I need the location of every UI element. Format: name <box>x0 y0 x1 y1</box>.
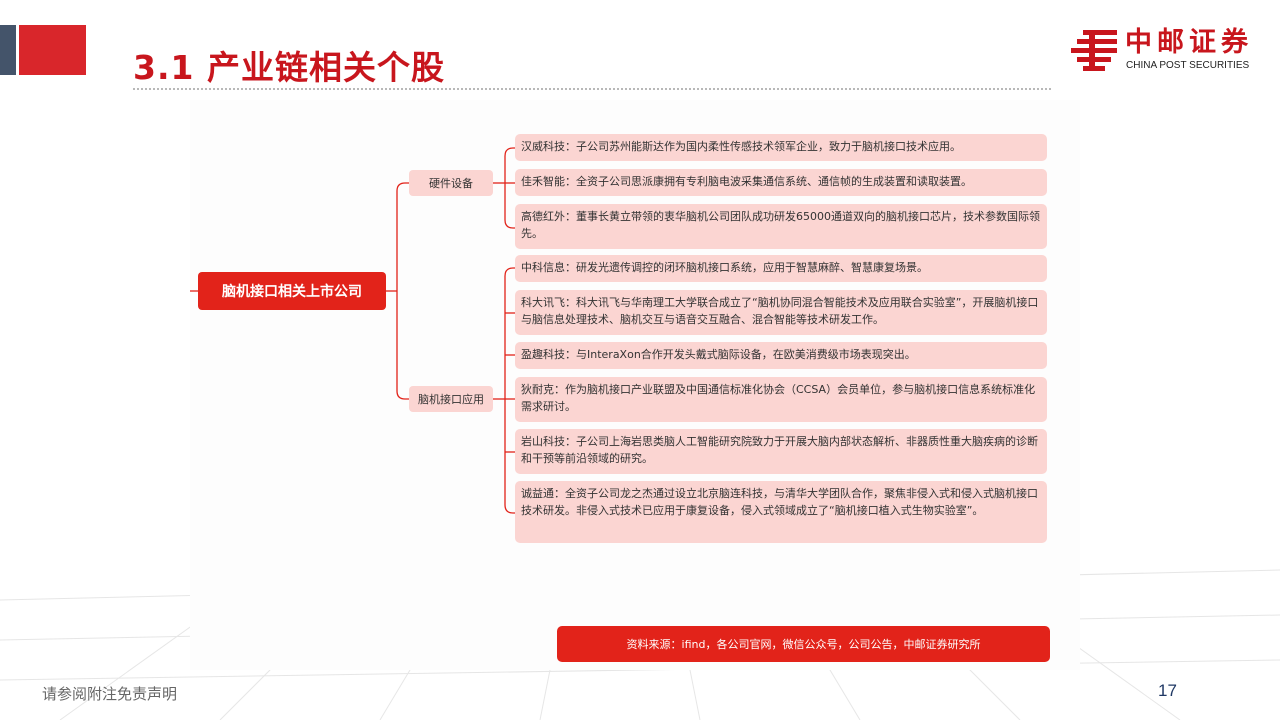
leaf-node-iflytek: 科大讯飞：科大讯飞与华南理工大学联合成立了“脑机协同混合智能技术及应用联合实验室… <box>515 290 1047 335</box>
logo-chinese-name: 中邮证券 <box>1125 27 1253 58</box>
leaf-node-yingqu: 盈趣科技：与InteraXon合作开发头戴式脑际设备，在欧美消费级市场表现突出。 <box>515 342 1047 369</box>
category-node-bci-application: 脑机接口应用 <box>409 386 493 412</box>
leaf-node-dnake: 狄耐克：作为脑机接口产业联盟及中国通信标准化协会（CCSA）会员单位，参与脑机接… <box>515 377 1047 422</box>
logo-english-name: CHINA POST SECURITIES <box>1126 60 1250 71</box>
page-title: 3.1 产业链相关个股 <box>133 48 445 87</box>
leaf-node-jiahe: 佳禾智能：全资子公司思派康拥有专利脑电波采集通信系统、通信帧的生成装置和读取装置… <box>515 169 1047 196</box>
leaf-node-chengyitong: 诚益通：全资子公司龙之杰通过设立北京脑连科技，与清华大学团队合作，聚焦非侵入式和… <box>515 481 1047 543</box>
leaf-node-yanshan: 岩山科技：子公司上海岩思类脑人工智能研究院致力于开展大脑内部状态解析、非器质性重… <box>515 429 1047 474</box>
source-note: 资料来源：ifind，各公司官网，微信公众号，公司公告，中邮证券研究所 <box>557 626 1050 662</box>
disclaimer-note: 请参阅附注免责声明 <box>42 685 178 703</box>
mindmap-root-node: 脑机接口相关上市公司 <box>198 272 386 310</box>
leaf-node-hanwei: 汉威科技：子公司苏州能斯达作为国内柔性传感技术领军企业，致力于脑机接口技术应用。 <box>515 134 1047 161</box>
header-accent-red <box>19 25 86 75</box>
header-accent-slate <box>0 25 16 75</box>
category-node-hardware: 硬件设备 <box>409 170 493 196</box>
leaf-node-gaode: 高德红外：董事长黄立带领的衷华脑机公司团队成功研发65000通道双向的脑机接口芯… <box>515 204 1047 249</box>
page-number: 17 <box>1158 681 1177 700</box>
leaf-node-zhongke: 中科信息：研发光遗传调控的闭环脑机接口系统，应用于智慧麻醉、智慧康复场景。 <box>515 255 1047 282</box>
company-logo: 中邮证券 CHINA POST SECURITIES <box>1069 26 1269 76</box>
title-divider <box>133 88 1051 90</box>
china-post-logo-icon <box>1071 30 1117 71</box>
